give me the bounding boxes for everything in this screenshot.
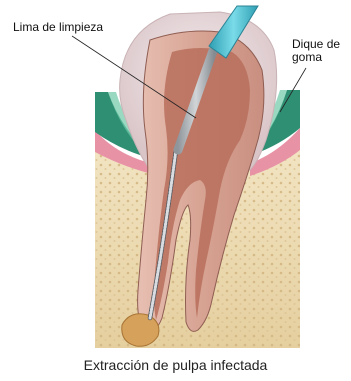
rubber-dam-label: Dique de goma <box>292 38 351 64</box>
rubber-dam-label-line1: Dique de <box>292 37 340 51</box>
infection-apex <box>122 314 159 347</box>
cleaning-file-label: Lima de limpieza <box>13 21 103 34</box>
caption: Extracción de pulpa infectada <box>0 357 351 373</box>
rubber-dam-label-line2: goma <box>292 50 322 64</box>
